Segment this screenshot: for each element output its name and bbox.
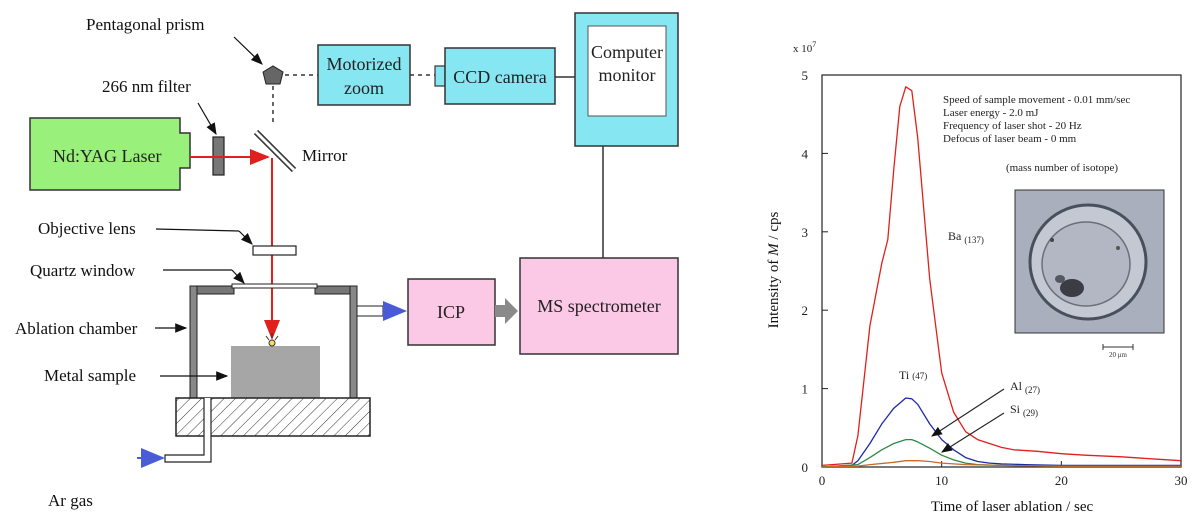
x-tick-label: 20 xyxy=(1055,473,1068,488)
x-tick-label: 0 xyxy=(819,473,826,488)
ablation-chamber-label: Ablation chamber xyxy=(15,319,138,338)
ccd-camera-box: CCD camera xyxy=(434,47,556,105)
x-axis-title: Time of laser ablation / sec xyxy=(931,499,1094,515)
series-line-ba xyxy=(822,86,1181,467)
plot-frame xyxy=(821,74,1182,468)
condition-1: Speed of sample movement - 0.01 mm/sec xyxy=(943,94,1130,106)
icp-box: ICP xyxy=(407,278,496,346)
laser-unit: Nd:YAG Laser xyxy=(29,117,191,191)
objective-lens-label: Objective lens xyxy=(38,219,136,238)
computer-monitor-box: Computer monitor xyxy=(574,12,679,147)
computer-label-2: monitor xyxy=(599,65,656,85)
y-tick-label: 0 xyxy=(802,460,809,475)
series-line-si xyxy=(822,460,1181,467)
y-tick-label: 2 xyxy=(802,303,809,318)
zoom-label-2: zoom xyxy=(344,78,384,98)
icp-label: ICP xyxy=(437,302,465,322)
x-tick-label: 10 xyxy=(935,473,948,488)
y-tick-label: 5 xyxy=(802,68,809,83)
si-pointer xyxy=(941,412,1005,453)
setup-diagram: Nd:YAG Laser 266 nm filter Mirror Pentag… xyxy=(15,12,679,510)
label-ba: Ba (137) xyxy=(948,229,984,245)
quartz-window-label: Quartz window xyxy=(30,261,136,280)
condition-3: Frequency of laser shot - 20 Hz xyxy=(943,120,1082,132)
icp-to-ms-arrow xyxy=(495,298,518,324)
prism-pointer xyxy=(233,36,263,65)
ablation-chamber xyxy=(189,283,384,399)
scale-bar-label: 20 μm xyxy=(1109,351,1128,359)
y-axis-title: Intensity of M / cps xyxy=(766,212,782,329)
chart: x 107 0 10 20 30 0 1 2 3 4 5 Intensity of M / cps… xyxy=(766,40,1188,515)
metal-sample xyxy=(231,346,320,398)
metal-sample-label: Metal sample xyxy=(44,366,136,385)
x-tick-label: 30 xyxy=(1175,473,1188,488)
computer-label-1: Computer xyxy=(591,42,663,62)
label-al: Al (27) xyxy=(1010,379,1040,395)
ms-label: MS spectrometer xyxy=(537,296,660,316)
y-multiplier: x 107 xyxy=(793,40,816,55)
mass-note: (mass number of isotope) xyxy=(1006,162,1118,174)
label-ti: Ti (47) xyxy=(899,368,927,382)
y-tick-label: 4 xyxy=(802,146,809,161)
y-tick-label: 3 xyxy=(802,225,809,240)
axis-ticks: 0 10 20 30 0 1 2 3 4 5 xyxy=(802,68,1188,488)
y-tick-label: 1 xyxy=(802,382,809,397)
ccd-label: CCD camera xyxy=(453,67,546,87)
objective-lens xyxy=(252,245,297,256)
ar-gas-label: Ar gas xyxy=(48,491,93,510)
series-line-al xyxy=(822,438,1181,467)
mirror-label: Mirror xyxy=(302,146,348,165)
filter-pointer xyxy=(197,102,217,136)
ms-spectrometer-box: MS spectrometer xyxy=(519,257,679,355)
micrograph-inset: 20 μm xyxy=(1014,189,1165,359)
zoom-label-1: Motorized xyxy=(327,54,402,74)
al-pointer xyxy=(931,388,1005,437)
condition-4: Defocus of laser beam - 0 mm xyxy=(943,133,1077,145)
label-si: Si (29) xyxy=(1010,402,1038,418)
prism-label: Pentagonal prism xyxy=(86,15,205,34)
filter-label: 266 nm filter xyxy=(102,77,191,96)
condition-2: Laser energy - 2.0 mJ xyxy=(943,107,1039,119)
motorized-zoom-box: Motorized zoom xyxy=(317,44,411,106)
laser-label: Nd:YAG Laser xyxy=(53,146,161,166)
